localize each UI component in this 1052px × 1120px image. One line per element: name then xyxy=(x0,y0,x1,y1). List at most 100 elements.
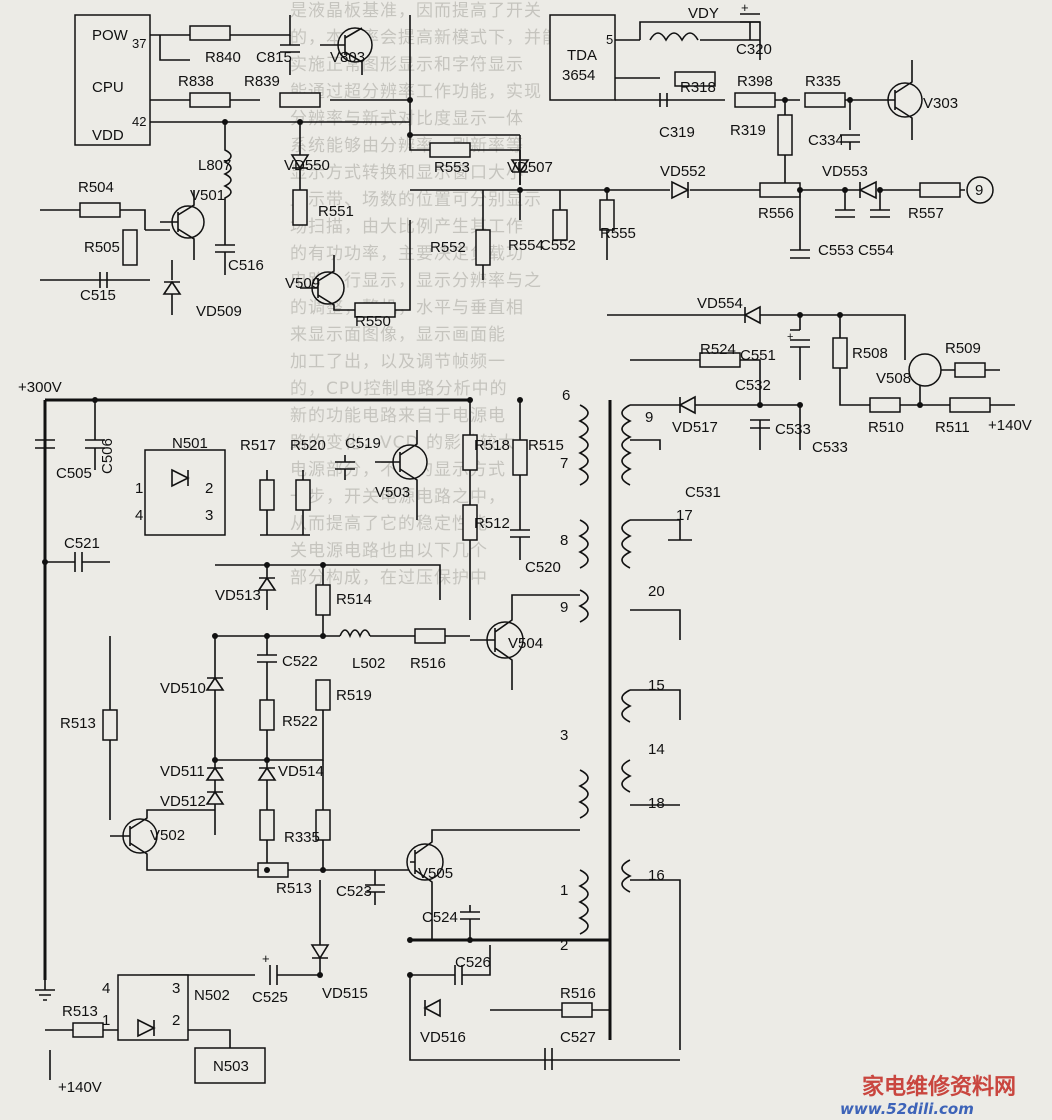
svg-text:VD552: VD552 xyxy=(660,163,706,180)
svg-text:C521: C521 xyxy=(64,535,100,552)
svg-text:42: 42 xyxy=(132,114,146,129)
svg-text:L502: L502 xyxy=(352,655,385,672)
svg-text:C533: C533 xyxy=(812,439,848,456)
svg-text:VD510: VD510 xyxy=(160,680,206,697)
svg-text:VD511: VD511 xyxy=(160,763,205,780)
svg-text:V501: V501 xyxy=(190,187,225,204)
svg-text:2: 2 xyxy=(172,1012,180,1029)
svg-text:R551: R551 xyxy=(318,203,354,220)
svg-text:14: 14 xyxy=(648,741,665,758)
svg-text:C319: C319 xyxy=(659,124,695,141)
svg-text:R550: R550 xyxy=(355,313,391,330)
svg-text:V505: V505 xyxy=(418,865,453,882)
svg-text:R398: R398 xyxy=(737,73,773,90)
svg-text:R555: R555 xyxy=(600,225,636,242)
svg-text:R318: R318 xyxy=(680,79,716,96)
svg-text:R510: R510 xyxy=(868,419,904,436)
svg-text:V508: V508 xyxy=(876,370,911,387)
svg-text:1: 1 xyxy=(135,480,143,497)
svg-text:1: 1 xyxy=(560,882,568,899)
svg-text:R516: R516 xyxy=(410,655,446,672)
svg-text:C334: C334 xyxy=(808,132,844,149)
svg-text:R517: R517 xyxy=(240,437,276,454)
svg-text:R518: R518 xyxy=(474,437,510,454)
svg-text:VD507: VD507 xyxy=(507,159,553,176)
svg-text:R519: R519 xyxy=(336,687,372,704)
svg-text:R556: R556 xyxy=(758,205,794,222)
svg-text:VDY: VDY xyxy=(688,5,719,22)
svg-text:+300V: +300V xyxy=(18,379,62,396)
svg-text:C516: C516 xyxy=(228,257,264,274)
svg-text:V509: V509 xyxy=(285,275,320,292)
svg-text:15: 15 xyxy=(648,677,665,694)
optocoupler-n501 xyxy=(144,449,226,536)
svg-text:+140V: +140V xyxy=(988,417,1032,434)
svg-text:N501: N501 xyxy=(172,435,208,452)
svg-text:V502: V502 xyxy=(150,827,185,844)
svg-text:VD512: VD512 xyxy=(160,793,206,810)
svg-text:2: 2 xyxy=(205,480,213,497)
n503-ic xyxy=(194,1047,266,1084)
svg-text:L807: L807 xyxy=(198,157,231,174)
svg-text:R838: R838 xyxy=(178,73,214,90)
svg-text:R524: R524 xyxy=(700,341,736,358)
svg-text:R513: R513 xyxy=(276,880,312,897)
svg-text:+: + xyxy=(787,331,793,343)
svg-text:R520: R520 xyxy=(290,437,326,454)
svg-text:R335: R335 xyxy=(284,829,320,846)
vdy-coil xyxy=(649,32,699,42)
svg-text:C522: C522 xyxy=(282,653,318,670)
svg-text:C515: C515 xyxy=(80,287,116,304)
svg-text:6: 6 xyxy=(562,387,570,404)
svg-text:POW: POW xyxy=(92,27,129,44)
svg-text:R335: R335 xyxy=(805,73,841,90)
svg-text:家电维修资料网: 家电维修资料网 xyxy=(862,1074,1016,1100)
svg-text:R522: R522 xyxy=(282,713,318,730)
svg-text:www.52dili.com: www.52dili.com xyxy=(840,1100,974,1118)
svg-text:N502: N502 xyxy=(194,987,230,1004)
svg-text:3: 3 xyxy=(172,980,180,997)
cpu-ic: POW 37 CPU 42 VDD xyxy=(74,14,151,146)
svg-text:+: + xyxy=(741,0,749,15)
bleed-through-text: 是液晶板基准，因而提高了开关 的，本频率会提高新模式下，并能 实施正常图形显示和… xyxy=(290,1,560,588)
svg-text:R516: R516 xyxy=(560,985,596,1002)
svg-text:V503: V503 xyxy=(375,484,410,501)
svg-text:C506: C506 xyxy=(99,438,116,474)
svg-text:C523: C523 xyxy=(336,883,372,900)
svg-text:C533: C533 xyxy=(775,421,811,438)
svg-text:VDD: VDD xyxy=(92,127,124,144)
svg-text:C524: C524 xyxy=(422,909,458,926)
svg-text:+: + xyxy=(262,951,270,966)
svg-text:CPU: CPU xyxy=(92,79,124,96)
svg-text:R513: R513 xyxy=(60,715,96,732)
svg-text:TDA: TDA xyxy=(567,47,597,64)
svg-text:C320: C320 xyxy=(736,41,772,58)
svg-text:3: 3 xyxy=(560,727,568,744)
svg-text:R512: R512 xyxy=(474,515,510,532)
svg-text:7: 7 xyxy=(560,455,568,472)
svg-text:VD514: VD514 xyxy=(278,763,324,780)
svg-text:+140V: +140V xyxy=(58,1079,102,1096)
svg-text:R514: R514 xyxy=(336,591,372,608)
svg-text:R839: R839 xyxy=(244,73,280,90)
svg-text:C551: C551 xyxy=(740,347,776,364)
svg-text:C519: C519 xyxy=(345,435,381,452)
svg-text:C553: C553 xyxy=(818,242,854,259)
svg-text:4: 4 xyxy=(135,507,143,524)
svg-text:3: 3 xyxy=(205,507,213,524)
svg-text:R508: R508 xyxy=(852,345,888,362)
svg-text:C520: C520 xyxy=(525,559,561,576)
svg-text:C554: C554 xyxy=(858,242,894,259)
svg-text:VD554: VD554 xyxy=(697,295,743,312)
svg-text:VD509: VD509 xyxy=(196,303,242,320)
svg-text:R515: R515 xyxy=(528,437,564,454)
svg-text:5: 5 xyxy=(606,32,613,47)
svg-text:9: 9 xyxy=(560,599,568,616)
junction-dots xyxy=(42,97,923,978)
svg-text:R552: R552 xyxy=(430,239,466,256)
svg-text:VD516: VD516 xyxy=(420,1029,466,1046)
svg-text:37: 37 xyxy=(132,36,146,51)
svg-text:R553: R553 xyxy=(434,159,470,176)
svg-text:1: 1 xyxy=(102,1012,110,1029)
